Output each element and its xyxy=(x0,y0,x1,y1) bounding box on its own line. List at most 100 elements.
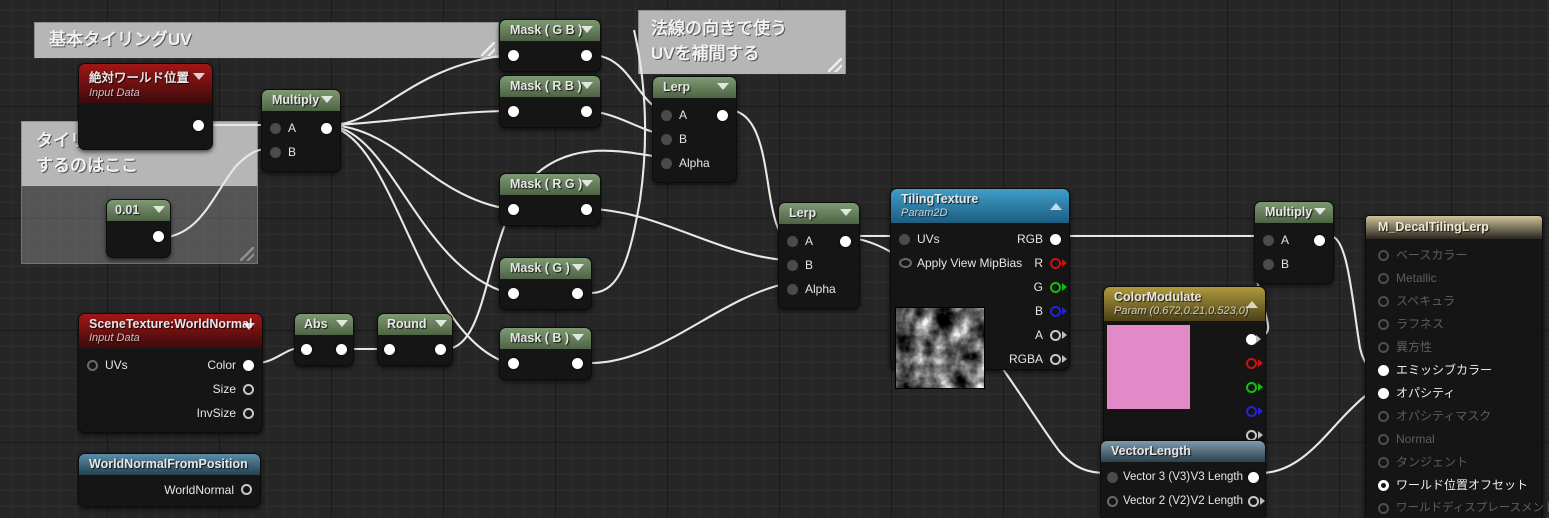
chevron-down-icon[interactable] xyxy=(336,320,348,327)
node-mask-rb[interactable]: Mask ( R B ) xyxy=(499,75,601,128)
chevron-down-icon[interactable] xyxy=(581,82,593,89)
output-pin-b[interactable] xyxy=(1050,305,1067,317)
chevron-down-icon[interactable] xyxy=(193,73,205,80)
output-pin[interactable] xyxy=(153,230,164,242)
output-pin-color[interactable] xyxy=(243,359,254,371)
output-pin[interactable] xyxy=(336,343,347,355)
node-material-output[interactable]: M_DecalTilingLerp ベースカラー Metallic スペキュラ … xyxy=(1365,215,1549,518)
node-header[interactable]: ColorModulate Param (0.672,0.21,0.523,0) xyxy=(1104,287,1265,321)
node-abs[interactable]: Abs xyxy=(294,313,354,366)
pin-icon[interactable] xyxy=(1378,365,1389,376)
pin-icon[interactable] xyxy=(1378,480,1389,491)
node-header[interactable]: M_DecalTilingLerp xyxy=(1366,216,1542,239)
material-pin-world-position-offset[interactable]: ワールド位置オフセット xyxy=(1366,474,1542,497)
material-pin-opacity[interactable]: オパシティ xyxy=(1366,382,1542,405)
input-pin-a[interactable] xyxy=(1263,234,1274,246)
input-pin-a[interactable] xyxy=(787,235,798,247)
pin-icon[interactable] xyxy=(1378,457,1389,468)
node-lerp-top[interactable]: Lerp A B Alpha xyxy=(652,76,737,183)
node-header[interactable]: Mask ( R B ) xyxy=(500,76,600,97)
node-mask-rg[interactable]: Mask ( R G ) xyxy=(499,173,601,226)
chevron-down-icon[interactable] xyxy=(581,180,593,187)
node-header[interactable]: Abs xyxy=(295,314,353,335)
output-pin-v3[interactable] xyxy=(1248,471,1259,483)
output-pin-rgb[interactable] xyxy=(1050,233,1061,245)
material-pin-opacity-mask[interactable]: オパシティマスク xyxy=(1366,405,1542,428)
node-round[interactable]: Round xyxy=(377,313,453,366)
comment-normal-lerp-header[interactable]: 法線の向きで使う UVを補間する xyxy=(638,10,846,74)
node-header[interactable]: 0.01 xyxy=(107,200,170,221)
input-pin[interactable] xyxy=(301,343,312,355)
resize-grip-icon[interactable] xyxy=(481,42,495,56)
pin-icon[interactable] xyxy=(1378,273,1389,284)
texture-preview-thumbnail[interactable] xyxy=(895,307,985,389)
comment-tiling-uv-header[interactable]: 基本タイリングUV xyxy=(34,22,499,58)
node-constant-scale[interactable]: 0.01 xyxy=(106,199,171,258)
input-pin-b[interactable] xyxy=(661,133,672,145)
input-pin[interactable] xyxy=(508,357,519,369)
pin-icon[interactable] xyxy=(1378,503,1389,514)
output-pin-a[interactable] xyxy=(1050,329,1067,341)
output-pin-rgb[interactable] xyxy=(1246,333,1261,345)
node-header[interactable]: Lerp xyxy=(779,203,859,224)
node-multiply-right[interactable]: Multiply A B xyxy=(1254,201,1334,284)
node-mask-b[interactable]: Mask ( B ) xyxy=(499,327,592,380)
output-pin[interactable] xyxy=(572,357,583,369)
input-pin-b[interactable] xyxy=(1263,258,1274,270)
node-absolute-world-position[interactable]: 絶対ワールド位置 Input Data xyxy=(78,63,213,150)
chevron-down-icon[interactable] xyxy=(153,206,165,213)
material-pin-metallic[interactable]: Metallic xyxy=(1366,267,1542,290)
node-header[interactable]: Multiply xyxy=(262,90,340,111)
output-pin-size[interactable] xyxy=(243,383,254,395)
node-tiling-texture[interactable]: TilingTexture Param2D UVs RGB Apply View… xyxy=(890,188,1070,389)
input-pin[interactable] xyxy=(384,343,395,355)
material-pin-specular[interactable]: スペキュラ xyxy=(1366,290,1542,313)
resize-grip-icon[interactable] xyxy=(240,247,254,261)
node-header[interactable]: SceneTexture:WorldNormal Input Data xyxy=(79,314,262,348)
node-multiply-left[interactable]: Multiply A B xyxy=(261,89,341,172)
output-pin[interactable] xyxy=(581,49,592,61)
output-pin[interactable] xyxy=(581,203,592,215)
chevron-down-icon[interactable] xyxy=(243,323,255,330)
output-pin[interactable] xyxy=(572,287,583,299)
output-pin[interactable] xyxy=(193,119,204,131)
comment-tiling-uv[interactable]: 基本タイリングUV xyxy=(34,22,499,58)
node-header[interactable]: Mask ( B ) xyxy=(500,328,591,349)
node-mask-g[interactable]: Mask ( G ) xyxy=(499,257,592,310)
output-pin[interactable] xyxy=(435,343,446,355)
node-vector-length[interactable]: VectorLength Vector 3 (V3) V3 Length Vec… xyxy=(1100,440,1266,518)
output-pin-b[interactable] xyxy=(1246,405,1263,417)
color-swatch[interactable] xyxy=(1107,325,1190,409)
material-pin-base-color[interactable]: ベースカラー xyxy=(1366,244,1542,267)
node-header[interactable]: Lerp xyxy=(653,77,736,98)
node-mask-gb[interactable]: Mask ( G B ) xyxy=(499,19,601,72)
material-pin-world-displacement[interactable]: ワールドディスプレースメント xyxy=(1366,497,1549,518)
material-pin-normal[interactable]: Normal xyxy=(1366,428,1542,451)
output-pin[interactable] xyxy=(1314,234,1325,246)
input-pin-b[interactable] xyxy=(787,259,798,271)
pin-icon[interactable] xyxy=(1378,296,1389,307)
chevron-down-icon[interactable] xyxy=(717,83,729,90)
comment-normal-lerp[interactable]: 法線の向きで使う UVを補間する xyxy=(638,10,846,74)
output-pin-rgba[interactable] xyxy=(1050,353,1067,365)
chevron-down-icon[interactable] xyxy=(840,209,852,216)
node-header[interactable]: 絶対ワールド位置 Input Data xyxy=(79,64,212,103)
output-pin[interactable] xyxy=(321,122,332,134)
node-header[interactable]: Multiply xyxy=(1255,202,1333,223)
node-lerp-mid[interactable]: Lerp A B Alpha xyxy=(778,202,860,309)
node-world-normal-from-position[interactable]: WorldNormalFromPosition WorldNormal xyxy=(78,453,261,507)
chevron-up-icon[interactable] xyxy=(1246,301,1258,308)
input-pin-uvs[interactable] xyxy=(87,359,98,371)
input-pin-a[interactable] xyxy=(661,109,672,121)
pin-icon[interactable] xyxy=(1378,342,1389,353)
pin-icon[interactable] xyxy=(1378,411,1389,422)
pin-icon[interactable] xyxy=(1378,434,1389,445)
output-pin-a[interactable] xyxy=(1246,429,1263,441)
material-pin-roughness[interactable]: ラフネス xyxy=(1366,313,1542,336)
output-pin-r[interactable] xyxy=(1050,257,1067,269)
node-scene-texture-world-normal[interactable]: SceneTexture:WorldNormal Input Data UVs … xyxy=(78,313,263,433)
output-pin-v2[interactable] xyxy=(1248,495,1265,507)
chevron-up-icon[interactable] xyxy=(1050,203,1062,210)
input-pin-v2[interactable] xyxy=(1107,495,1118,507)
